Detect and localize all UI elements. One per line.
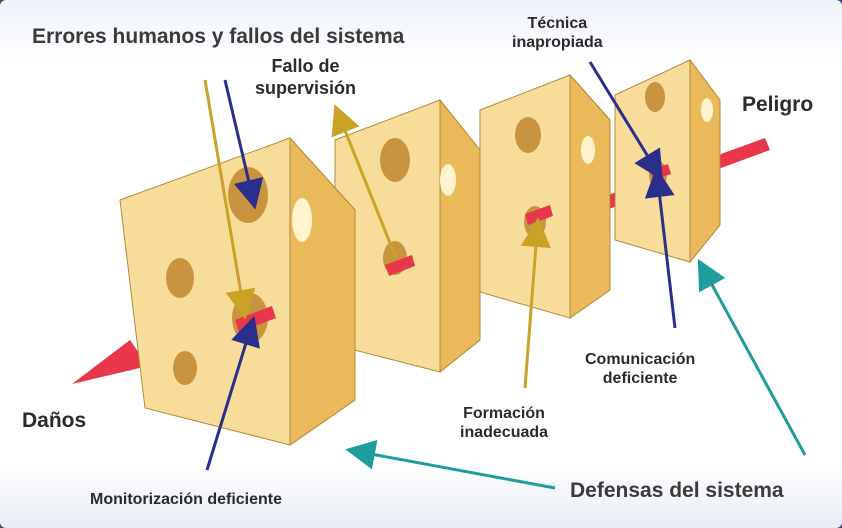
label-fallo-supervision: Fallo de supervisión	[255, 56, 357, 98]
label-peligro: Peligro	[742, 93, 814, 116]
cheese-slice-1	[119, 136, 356, 446]
pointer-formacion	[520, 217, 551, 389]
pointer-errores	[203, 79, 256, 320]
pointer-defensas-1	[345, 439, 556, 490]
label-defensas: Defensas del sistema	[570, 479, 784, 502]
pointer-supervision	[223, 79, 264, 210]
pointer-fallo	[331, 104, 398, 259]
pointer-comunicacion	[644, 167, 677, 329]
label-formacion: Formación inadecuada	[460, 405, 549, 442]
label-tecnica: Técnica inapropiada	[512, 15, 603, 52]
label-monitorizacion: Monitorización deficiente	[90, 491, 283, 508]
cheese-slice-2	[334, 98, 481, 374]
label-danos: Daños	[22, 409, 87, 432]
cheese-slice-4	[614, 58, 721, 264]
label-errores: Errores humanos y fallos del sistema	[32, 25, 405, 48]
pointer-monitorizacion	[205, 315, 260, 471]
pointer-tecnica	[588, 61, 663, 181]
cheese-slice-3	[479, 73, 611, 319]
label-comunicacion: Comunicación deficiente	[585, 351, 696, 388]
pointer-defensas-2	[697, 258, 807, 456]
